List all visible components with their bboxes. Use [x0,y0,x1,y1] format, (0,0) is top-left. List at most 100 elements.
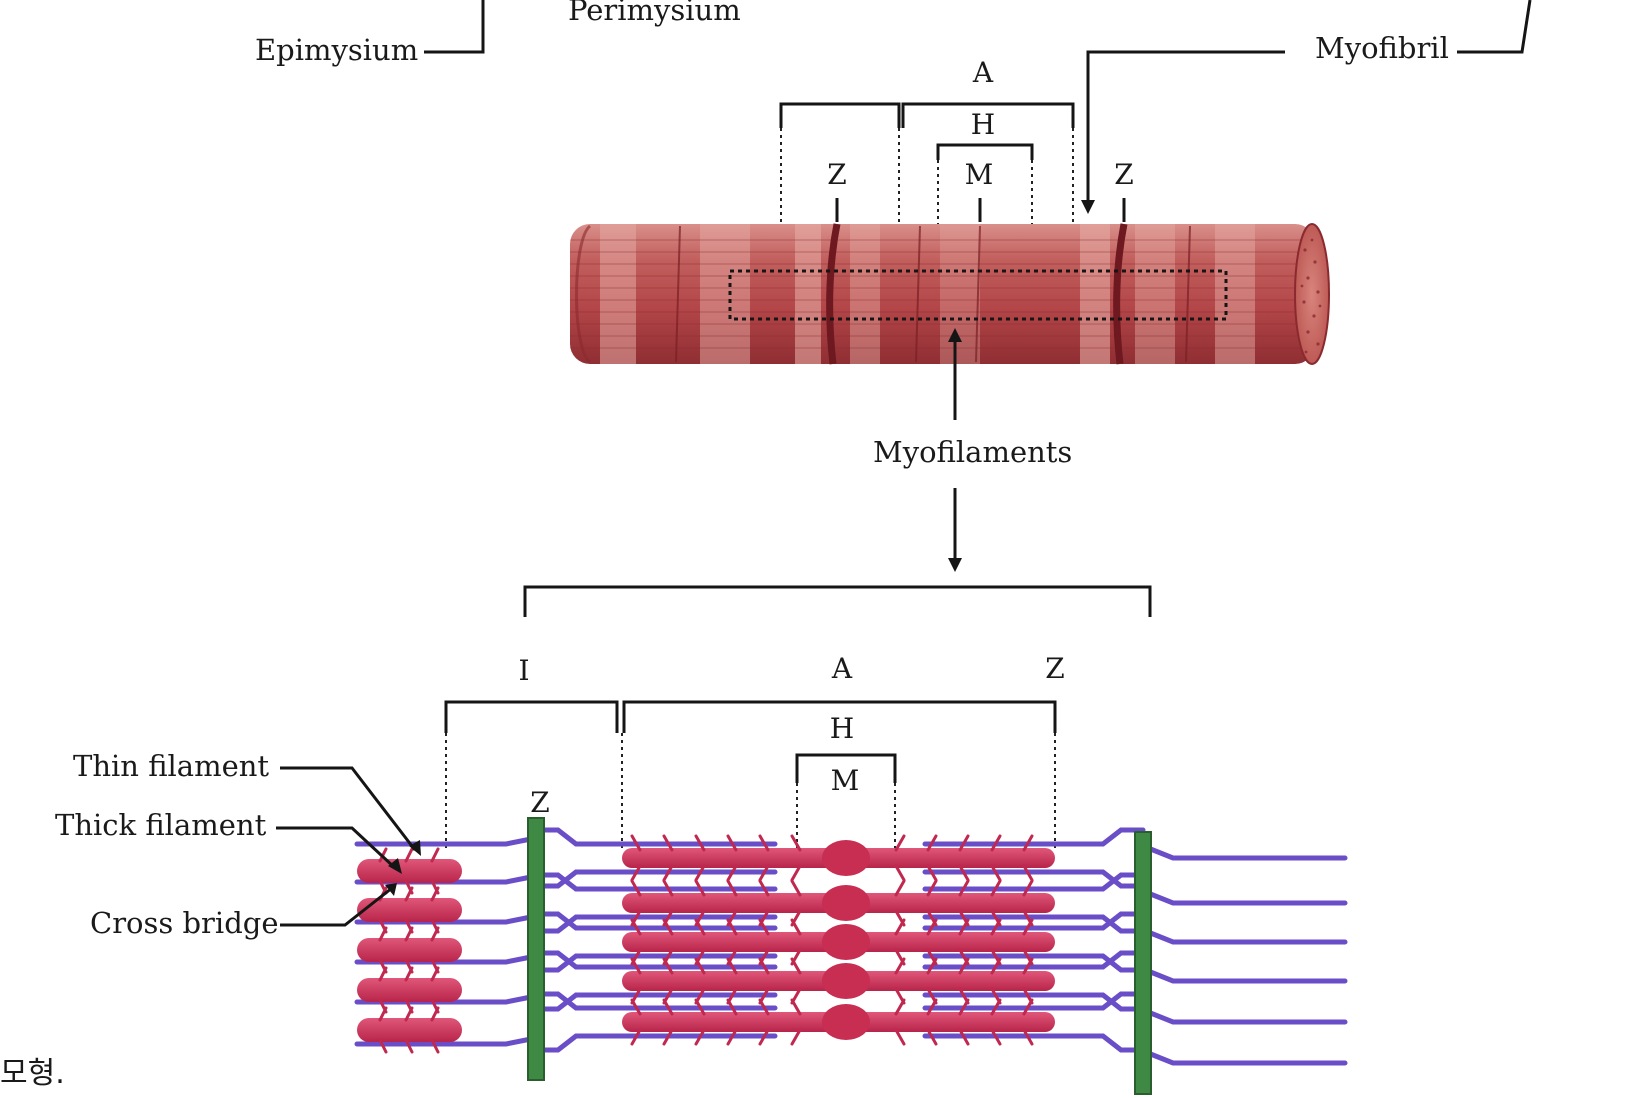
myofibril-label: Myofibril [1315,31,1449,65]
cross-bridge-leader-line [280,886,393,927]
cross-bridge-label-group: Cross bridge [90,883,397,940]
thick-filament-body [357,978,462,1002]
thick-filament-layer [357,834,1055,1054]
cross-bridge [378,1006,388,1022]
cross-bridge [958,834,970,852]
cross-bridge [726,918,738,936]
myofilaments-up-arrowhead [948,328,962,342]
thick-filament [622,998,1055,1046]
thin-filament-layer [354,827,1348,1066]
cross-bridge [630,1028,642,1046]
cross-bridge [958,864,970,882]
cross-bridge [958,957,970,975]
cross-bridge [990,834,1002,852]
myofibril-z-line-left [826,223,841,365]
thin-filament-label: Thin filament [73,749,269,783]
m-line-bulge [822,885,870,921]
cross-bridge [758,957,770,975]
myofibril-arrowhead [1081,200,1095,214]
cross-bridge [630,957,642,975]
thin-filament [1140,927,1348,945]
myofibril-z-line-right [1113,223,1128,365]
cross-bridge [404,1038,414,1054]
z-disc-label: Z [530,786,549,819]
thin-filament [533,872,778,892]
cross-bridge [1022,918,1034,936]
thick-filament-body [357,1018,462,1042]
cross-bridge [790,1028,802,1046]
cross-bridge [926,864,938,882]
sarcomere-a-band-label: A [831,652,853,685]
sarcomere-h-zone-label: H [830,712,854,745]
perimysium-label-group: Perimysium [568,0,741,27]
thin-filament-leader-line [280,766,417,851]
z-disc-layer [527,817,1152,1095]
cross-bridge [404,847,414,863]
cross-bridge [958,1028,970,1046]
epimysium-leader-line [424,0,485,54]
sarcomere-h-bracket [795,753,897,783]
cross-bridge [662,918,674,936]
thin-filament [533,991,778,1011]
thin-filament [1140,1007,1348,1025]
thin-filament [922,872,1146,892]
cross-bridge [694,1028,706,1046]
cross-bridge [758,834,770,852]
cross-bridge [662,834,674,852]
cross-bridge [378,926,388,942]
myofilaments-region-box [728,269,1228,321]
m-line-bulge [822,924,870,960]
thick-filament-label-group: Thick filament [55,808,402,874]
myofibril-h-bracket [936,143,1034,160]
thick-filament-body [357,898,462,922]
cross-bridge [758,879,770,897]
cross-bridge [404,926,414,942]
thin-filament [533,1033,778,1053]
cross-bridge [430,966,440,982]
cross-bridge [958,998,970,1016]
epimysium-label-group: Epimysium [255,0,485,67]
thin-filament [922,827,1146,847]
myofibril-end-cap [1294,223,1330,365]
cross-bridge [790,918,802,936]
cross-bridge [430,926,440,942]
cross-bridge [726,879,738,897]
myofibril-a-bracket-left [779,102,901,128]
cross-bridge [378,966,388,982]
thick-filament [357,847,462,895]
thin-filament [533,911,778,931]
thick-filament [357,886,462,934]
cross-bridge [926,918,938,936]
thick-filament [357,926,462,974]
cross-bridge [1022,1028,1034,1046]
cross-bridge [894,834,906,852]
thick-filament [622,957,1055,1005]
cross-bridge [726,957,738,975]
myofibril-a-bracket [901,102,1075,128]
cross-bridge-arrowhead [385,883,397,896]
cross-bridge [926,879,938,897]
myofilaments-down-arrowhead [948,558,962,572]
cross-bridge [630,918,642,936]
cross-bridge [990,918,1002,936]
thin-filament [1140,1048,1348,1066]
sarcomere-m-line-label: M [831,764,860,797]
cross-bridge [958,879,970,897]
cross-bridge [404,966,414,982]
cross-bridge [430,847,440,863]
cross-bridge [894,879,906,897]
thick-filament [357,966,462,1014]
cross-bridge [790,957,802,975]
cross-bridge [790,879,802,897]
cross-bridge [630,834,642,852]
cross-bridge [662,879,674,897]
thick-filament-body [357,859,462,883]
cross-bridge [662,998,674,1016]
myofilaments-label: Myofilaments [873,435,1072,469]
myofibril-z-label-left: Z [827,158,846,191]
cross-bridge [758,918,770,936]
cross-bridge [726,998,738,1016]
cross-bridge [630,998,642,1016]
myofibril-cylinder [570,223,1330,365]
thin-filament [1140,966,1348,984]
